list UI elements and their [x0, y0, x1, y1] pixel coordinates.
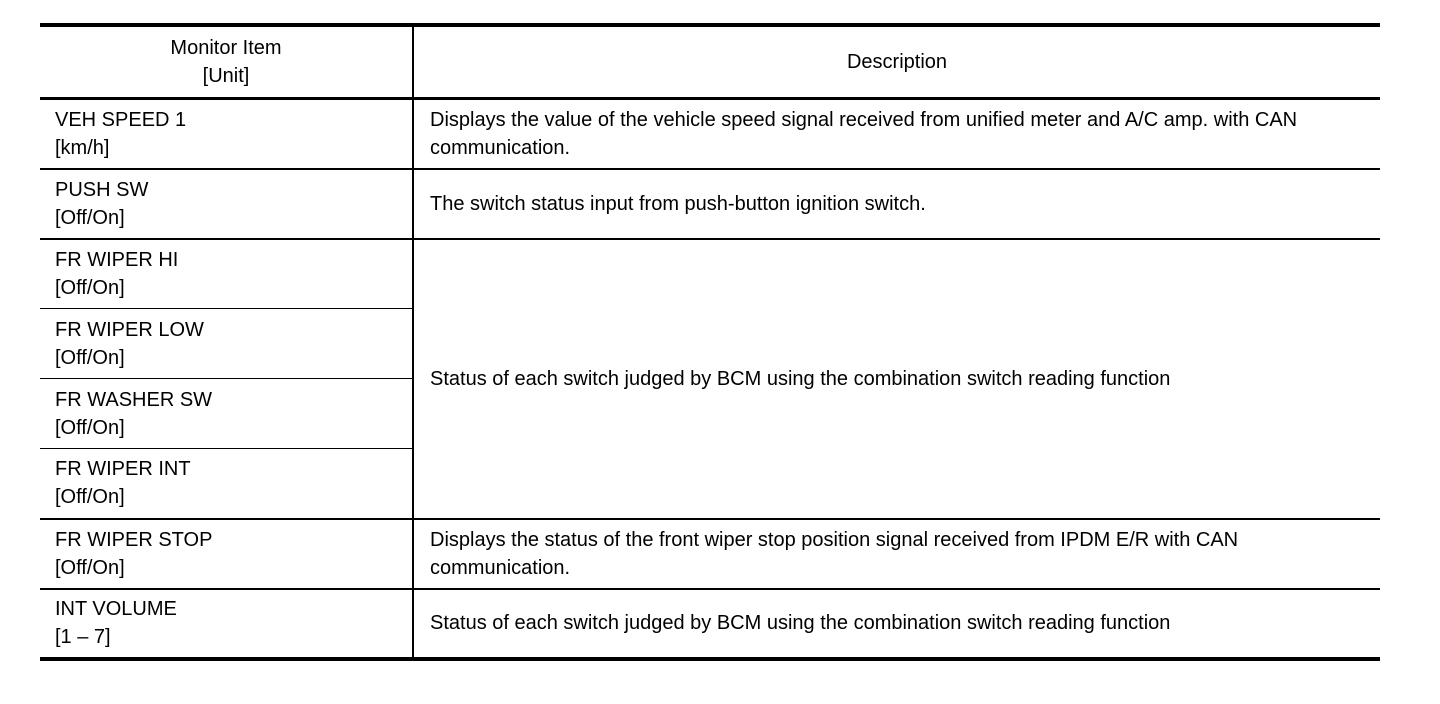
monitor-item-cell: PUSH SW [Off/On] — [40, 167, 414, 239]
header-monitor-item: Monitor Item [Unit] — [40, 25, 414, 100]
monitor-item-table: Monitor Item [Unit] Description VEH SPEE… — [40, 23, 1380, 661]
monitor-item-cell: VEH SPEED 1 [km/h] — [40, 98, 414, 169]
monitor-item-unit: [km/h] — [55, 136, 110, 159]
monitor-item-cell: FR WASHER SW [Off/On] — [40, 378, 414, 449]
monitor-item-unit: [Off/On] — [55, 276, 125, 299]
monitor-item-name: FR WIPER LOW — [55, 318, 204, 341]
monitor-item-name: FR WASHER SW — [55, 388, 213, 411]
monitor-item-unit: [Off/On] — [55, 556, 125, 579]
monitor-item-name: FR WIPER INT — [55, 458, 191, 481]
table-row-fr-wiper-low: FR WIPER LOW [Off/On] — [40, 308, 1380, 379]
monitor-item-unit: [Off/On] — [55, 486, 125, 509]
monitor-item-cell: FR WIPER INT [Off/On] — [40, 448, 414, 519]
table-row-fr-washer-sw: FR WASHER SW [Off/On] — [40, 378, 1380, 449]
description-cell: Status of each switch judged by BCM usin… — [413, 587, 1380, 659]
monitor-item-name: INT VOLUME — [55, 598, 177, 620]
table-row-push-sw: PUSH SW [Off/On] The switch status input… — [40, 167, 1380, 239]
table-row-fr-wiper-hi: FR WIPER HI [Off/On] Status of each swit… — [40, 237, 1380, 519]
table-row-int-volume: INT VOLUME [1 – 7] Status of each switch… — [40, 587, 1380, 659]
description-cell: Displays the value of the vehicle speed … — [430, 108, 1298, 159]
monitor-item-name: FR WIPER HI — [55, 248, 179, 271]
header-description: Description — [413, 25, 1380, 100]
monitor-item-table-container: Monitor Item [Unit] Description VEH SPEE… — [40, 23, 1380, 661]
monitor-item-unit: [Off/On] — [55, 346, 125, 369]
monitor-item-unit: [Off/On] — [55, 206, 125, 229]
description-cell-merged: Status of each switch judged by BCM usin… — [413, 237, 1380, 519]
monitor-item-cell: FR WIPER STOP [Off/On] — [40, 517, 414, 589]
table-row-veh-speed-1: VEH SPEED 1 [km/h] Displays the value of… — [40, 98, 1380, 169]
monitor-item-cell: INT VOLUME [1 – 7] — [40, 587, 414, 659]
monitor-item-name: PUSH SW — [55, 178, 149, 201]
header-row: Monitor Item [Unit] Description — [40, 25, 1380, 100]
monitor-item-unit: [1 – 7] — [55, 626, 111, 648]
header-monitor-item-line1: Monitor Item — [170, 37, 282, 59]
header-monitor-item-line2: [Unit] — [202, 65, 250, 87]
description-cell: The switch status input from push-button… — [413, 167, 1380, 239]
table-row-fr-wiper-int: FR WIPER INT [Off/On] — [40, 448, 1380, 519]
table-row-fr-wiper-stop: FR WIPER STOP [Off/On] Displays the stat… — [40, 517, 1380, 589]
monitor-item-cell: FR WIPER HI [Off/On] — [40, 237, 414, 309]
monitor-item-name: VEH SPEED 1 — [55, 108, 187, 131]
monitor-item-cell: FR WIPER LOW [Off/On] — [40, 308, 414, 379]
monitor-item-unit: [Off/On] — [55, 416, 125, 439]
monitor-item-name: FR WIPER STOP — [55, 528, 213, 551]
description-cell: Displays the status of the front wiper s… — [413, 517, 1380, 589]
